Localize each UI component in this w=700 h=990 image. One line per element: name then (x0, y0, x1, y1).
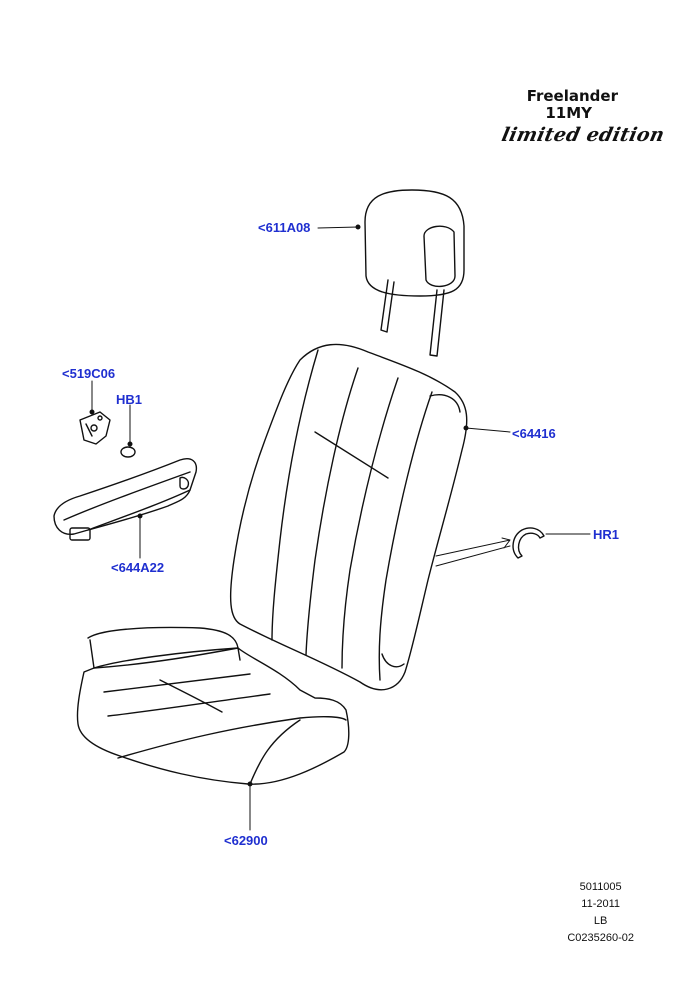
callout-armrest[interactable]: <644A22 (111, 560, 165, 575)
leader-lines (89, 224, 591, 831)
armrest-part (53, 458, 198, 541)
callout-backrest[interactable]: <64416 (512, 426, 556, 441)
callout-hr1[interactable]: HR1 (593, 527, 620, 542)
hr1-part (512, 527, 545, 559)
meta-code: 5011005 (579, 881, 622, 893)
backrest-part (229, 343, 468, 691)
callout-bracket[interactable]: <519C06 (62, 366, 116, 381)
headrest-part (364, 189, 465, 357)
meta-date: 11-2011 (581, 898, 621, 910)
cushion-part (76, 626, 350, 785)
callout-hb1[interactable]: HB1 (116, 392, 143, 407)
callout-cushion[interactable]: <62900 (224, 833, 268, 848)
callout-headrest[interactable]: <611A08 (258, 220, 311, 235)
edition-title: limited edition (499, 124, 667, 146)
model-year: 11MY (545, 104, 592, 122)
meta-block: 5011005 11-2011 LB C0235260-02 (567, 879, 634, 947)
model-title: Freelander (526, 87, 618, 105)
hb1-part (120, 446, 136, 458)
bracket-part (79, 411, 111, 445)
meta-region: LB (593, 915, 608, 927)
meta-ref: C0235260-02 (567, 932, 634, 944)
